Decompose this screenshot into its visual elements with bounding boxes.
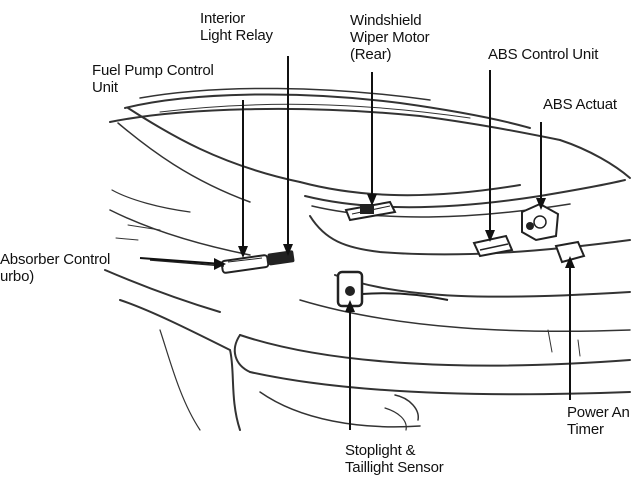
label-shock-absorber-control: Absorber Control urbo)	[0, 251, 111, 285]
shock-absorber-rod-shape	[149, 259, 225, 267]
label-fuel-pump-control-unit: Fuel Pump Control Unit	[92, 62, 214, 96]
power-antenna-timer-shape	[554, 240, 586, 264]
label-abs-control-unit: ABS Control Unit	[488, 46, 599, 63]
label-power-antenna-timer: Power An Timer	[567, 404, 630, 438]
leader-shock-absorber	[139, 257, 223, 265]
label-windshield-wiper-motor: Windshield Wiper Motor (Rear)	[350, 12, 430, 63]
label-interior-light-relay: Interior Light Relay	[200, 10, 273, 44]
stoplight-sensor-shape	[336, 270, 449, 308]
label-stoplight-taillight-sensor: Stoplight & Taillight Sensor	[345, 442, 444, 476]
interior-light-relay-shape	[267, 250, 295, 266]
leader-arrowheads	[214, 194, 575, 312]
label-abs-actuator: ABS Actuat	[543, 96, 617, 113]
abs-control-unit-shape	[472, 234, 514, 258]
car-body-outline	[104, 87, 631, 431]
abs-actuator-shape	[521, 202, 560, 242]
fuel-pump-control-unit-shape	[220, 254, 270, 274]
leader-lines	[139, 56, 571, 430]
wiper-motor-shape	[344, 200, 397, 222]
